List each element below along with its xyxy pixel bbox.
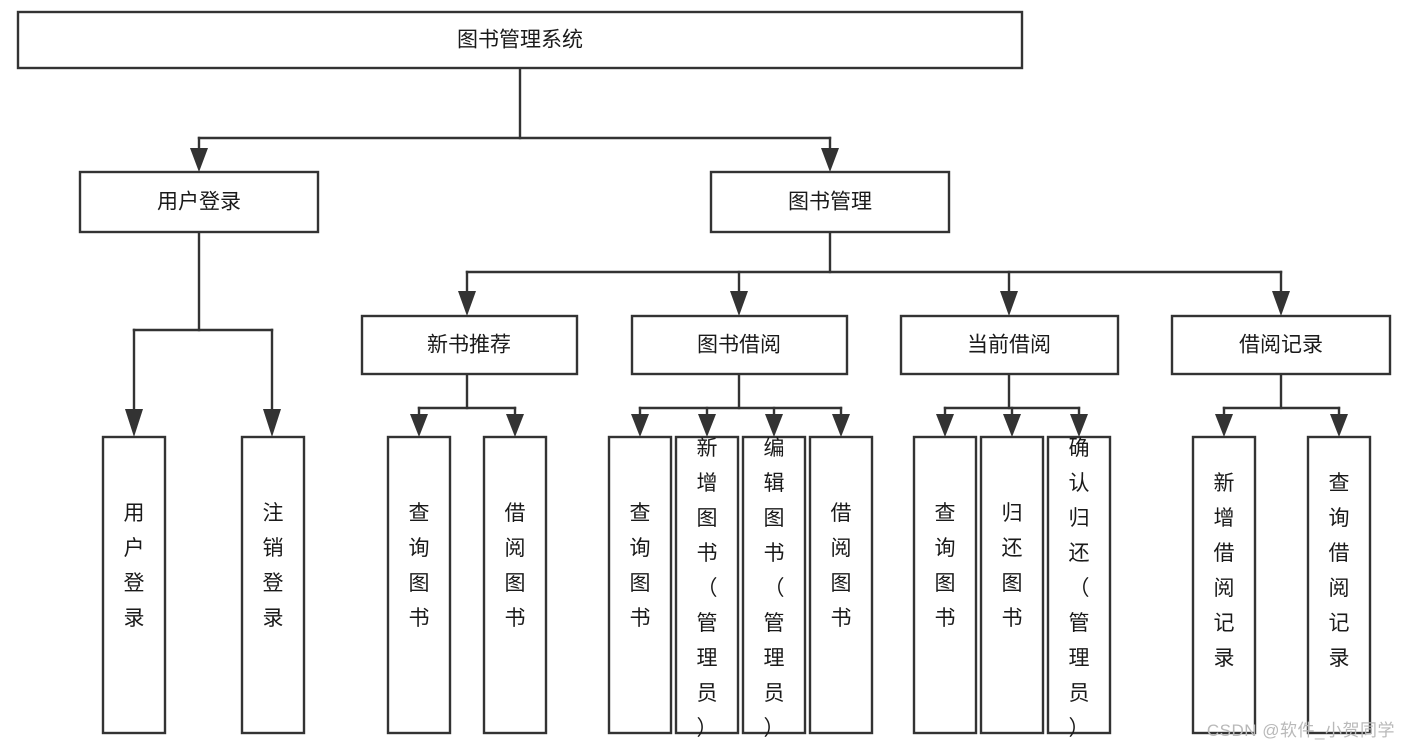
leaf-return-book-label: 归还图书 bbox=[1002, 502, 1023, 630]
leaf-query-book-1-box[interactable] bbox=[386, 435, 452, 735]
node-book-borrow[interactable]: 图书借阅 bbox=[630, 314, 849, 376]
arrow-head-leaf-return-book bbox=[1003, 414, 1021, 437]
leaf-query-borrow-record[interactable]: 查询借阅记录 bbox=[1306, 435, 1372, 735]
leaf-add-book-admin-label: 新增图书（管理员） bbox=[697, 437, 718, 740]
leaf-query-book-3-box[interactable] bbox=[912, 435, 978, 735]
node-user-login-label: 用户登录 bbox=[157, 191, 241, 214]
arrow-head-leaf-query-book-1 bbox=[410, 414, 428, 437]
arrow-head-user-login bbox=[190, 148, 208, 172]
leaf-add-borrow-record[interactable]: 新增借阅记录 bbox=[1191, 435, 1257, 735]
node-new-book-recommend[interactable]: 新书推荐 bbox=[360, 314, 579, 376]
arrow-head-leaf-user-login bbox=[125, 409, 143, 437]
arrow-head-book-borrow bbox=[730, 291, 748, 316]
node-root-box[interactable] bbox=[16, 10, 1024, 70]
leaf-edit-book-admin[interactable]: 编辑图书（管理员） bbox=[741, 435, 807, 740]
arrow-head-current-borrow bbox=[1000, 291, 1018, 316]
leaf-confirm-return-admin-box[interactable] bbox=[1046, 435, 1112, 735]
leaf-confirm-return-admin-label: 确认归还（管理员） bbox=[1069, 437, 1090, 740]
leaf-query-book-1[interactable]: 查询图书 bbox=[386, 435, 452, 735]
node-root[interactable]: 图书管理系统 bbox=[16, 10, 1024, 70]
arrow-head-leaf-add-book bbox=[698, 414, 716, 437]
leaf-query-book-2-label: 查询图书 bbox=[630, 502, 651, 630]
connector-group-root bbox=[190, 66, 839, 172]
node-current-borrow[interactable]: 当前借阅 bbox=[899, 314, 1120, 376]
node-current-borrow-label: 当前借阅 bbox=[967, 334, 1051, 357]
node-book-manage-box[interactable] bbox=[709, 170, 951, 234]
leaf-borrow-book-2-box[interactable] bbox=[808, 435, 874, 735]
node-book-manage[interactable]: 图书管理 bbox=[709, 170, 951, 234]
leaf-borrow-book-1-box[interactable] bbox=[482, 435, 548, 735]
leaf-borrow-book-1-label: 借阅图书 bbox=[505, 502, 526, 630]
leaf-query-book-3[interactable]: 查询图书 bbox=[912, 435, 978, 735]
arrow-head-new-book-rec bbox=[458, 291, 476, 316]
arrow-head-book-manage bbox=[821, 148, 839, 172]
leaf-return-book-box[interactable] bbox=[979, 435, 1045, 735]
node-current-borrow-box[interactable] bbox=[899, 314, 1120, 376]
leaf-add-book-admin-box[interactable] bbox=[674, 435, 740, 735]
leaf-user-login-box[interactable] bbox=[101, 435, 167, 735]
connector-group-book-borrow bbox=[631, 372, 850, 437]
node-new-book-recommend-box[interactable] bbox=[360, 314, 579, 376]
connector-group-new-book-rec bbox=[410, 372, 524, 437]
leaf-logout-login-box[interactable] bbox=[240, 435, 306, 735]
node-user-login[interactable]: 用户登录 bbox=[78, 170, 320, 234]
leaf-logout-login-label: 注销登录 bbox=[263, 502, 284, 630]
leaf-user-login-label: 用户登录 bbox=[124, 502, 145, 630]
node-user-login-box[interactable] bbox=[78, 170, 320, 234]
leaf-borrow-book-2[interactable]: 借阅图书 bbox=[808, 435, 874, 735]
node-borrow-record-label: 借阅记录 bbox=[1239, 334, 1323, 357]
leaf-add-borrow-record-label: 新增借阅记录 bbox=[1214, 472, 1235, 670]
node-book-borrow-label: 图书借阅 bbox=[697, 334, 781, 357]
leaf-query-borrow-record-label: 查询借阅记录 bbox=[1329, 472, 1350, 670]
leaf-add-book-admin[interactable]: 新增图书（管理员） bbox=[674, 435, 740, 740]
leaf-return-book[interactable]: 归还图书 bbox=[979, 435, 1045, 735]
arrow-head-leaf-query-record bbox=[1330, 414, 1348, 437]
leaf-query-book-2-box[interactable] bbox=[607, 435, 673, 735]
arrow-head-leaf-borrow-book-1 bbox=[506, 414, 524, 437]
node-root-label: 图书管理系统 bbox=[457, 29, 583, 52]
leaf-edit-book-admin-label: 编辑图书（管理员） bbox=[764, 437, 785, 740]
leaf-logout-login[interactable]: 注销登录 bbox=[240, 435, 306, 735]
arrow-head-leaf-borrow-book-2 bbox=[832, 414, 850, 437]
node-borrow-record[interactable]: 借阅记录 bbox=[1170, 314, 1392, 376]
leaf-edit-book-admin-box[interactable] bbox=[741, 435, 807, 735]
arrow-head-leaf-add-record bbox=[1215, 414, 1233, 437]
connector-group-borrow-record bbox=[1215, 372, 1348, 437]
connector-group-current-borrow bbox=[936, 372, 1088, 437]
arrow-head-leaf-confirm-return bbox=[1070, 414, 1088, 437]
node-new-book-recommend-label: 新书推荐 bbox=[427, 334, 511, 357]
leaf-query-book-1-label: 查询图书 bbox=[409, 502, 430, 630]
leaf-query-borrow-record-box[interactable] bbox=[1306, 435, 1372, 735]
leaf-borrow-book-1[interactable]: 借阅图书 bbox=[482, 435, 548, 735]
arrow-head-leaf-edit-book bbox=[765, 414, 783, 437]
arrow-head-borrow-record bbox=[1272, 291, 1290, 316]
node-borrow-record-box[interactable] bbox=[1170, 314, 1392, 376]
node-book-borrow-box[interactable] bbox=[630, 314, 849, 376]
leaf-confirm-return-admin[interactable]: 确认归还（管理员） bbox=[1046, 435, 1112, 740]
leaf-add-borrow-record-box[interactable] bbox=[1191, 435, 1257, 735]
arrow-head-leaf-query-book-3 bbox=[936, 414, 954, 437]
connector-group-book-manage bbox=[458, 230, 1290, 316]
leaf-query-book-3-label: 查询图书 bbox=[935, 502, 956, 630]
node-book-manage-label: 图书管理 bbox=[788, 191, 872, 214]
connector-group-user-login bbox=[125, 230, 281, 437]
arrow-head-leaf-logout bbox=[263, 409, 281, 437]
leaf-user-login[interactable]: 用户登录 bbox=[101, 435, 167, 735]
leaf-query-book-2[interactable]: 查询图书 bbox=[607, 435, 673, 735]
arrow-head-leaf-query-book-2 bbox=[631, 414, 649, 437]
leaf-borrow-book-2-label: 借阅图书 bbox=[831, 502, 852, 630]
